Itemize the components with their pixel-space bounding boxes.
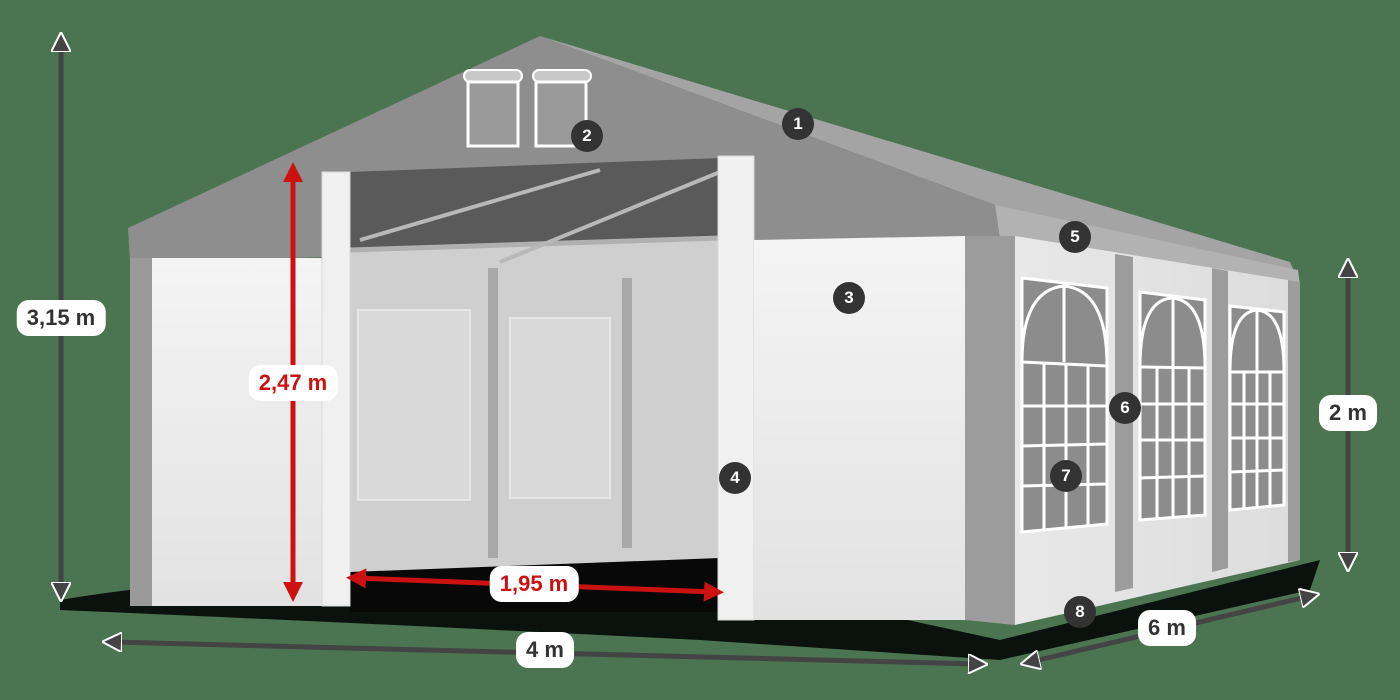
callout-badge-gable-vents: 2 <box>571 120 603 152</box>
door-width-label: 1,95 m <box>489 566 579 602</box>
right-front-wall <box>717 155 1015 625</box>
callout-badge-door-zipper: 4 <box>719 462 751 494</box>
callout-badge-front-wall: 3 <box>833 282 865 314</box>
door-height-label: 2,47 m <box>248 365 338 401</box>
length-label: 6 m <box>1138 610 1196 646</box>
tent-interior <box>349 158 721 612</box>
callout-badge-ground-skirt: 8 <box>1064 596 1096 628</box>
callout-badge-side-window: 7 <box>1050 460 1082 492</box>
callout-badge-eave: 5 <box>1059 221 1091 253</box>
gable-vents <box>463 69 592 148</box>
side-windows <box>1020 276 1286 534</box>
total-height-label: 3,15 m <box>16 300 106 336</box>
window-1 <box>1020 276 1109 534</box>
width-label: 4 m <box>516 632 574 668</box>
callout-badge-roof: 1 <box>782 108 814 140</box>
window-3 <box>1228 304 1286 512</box>
window-2 <box>1138 290 1207 522</box>
callout-badge-post-cover: 6 <box>1109 392 1141 424</box>
wall-height-label: 2 m <box>1319 395 1377 431</box>
